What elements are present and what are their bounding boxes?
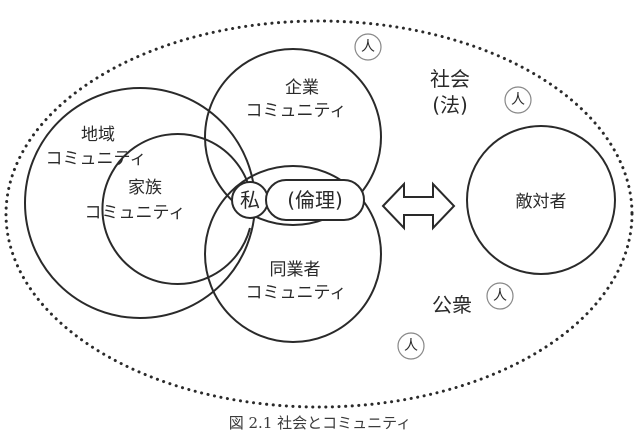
double-arrow-icon (381, 181, 456, 231)
family-label-2: コミュニティ (85, 203, 186, 223)
peer-label-2: コミュニティ (246, 283, 347, 303)
enemy-circle (466, 125, 616, 275)
local-label-1: 地域 (81, 125, 115, 145)
corporate-label-1: 企業 (285, 78, 319, 98)
figure-caption: 図 2.1 社会とコミュニティ (229, 414, 412, 432)
person-icon: 人 (504, 86, 532, 114)
ethics-box (265, 179, 365, 221)
enemy-label: 敵対者 (516, 192, 567, 212)
society-label: 社会 (430, 67, 470, 91)
law-label: (法) (432, 93, 468, 117)
person-icon: 人 (486, 282, 514, 310)
family-label-1: 家族 (128, 178, 162, 198)
local-label-2: コミュニティ (46, 149, 147, 169)
peer-community-circle (204, 165, 382, 343)
ethics-label: (倫理) (287, 188, 343, 212)
public-label: 公衆 (432, 293, 472, 317)
peer-label-1: 同業者 (270, 260, 321, 280)
person-icon-label: 人 (493, 288, 507, 304)
self-label: 私 (240, 188, 260, 212)
society-boundary (4, 19, 634, 409)
person-icon-label: 人 (361, 39, 375, 55)
person-icon-label: 人 (511, 92, 525, 108)
person-icon: 人 (397, 332, 425, 360)
corporate-label-2: コミュニティ (246, 101, 347, 121)
corporate-community-circle (204, 48, 382, 226)
person-icon-label: 人 (404, 338, 418, 354)
person-icon: 人 (354, 33, 382, 61)
